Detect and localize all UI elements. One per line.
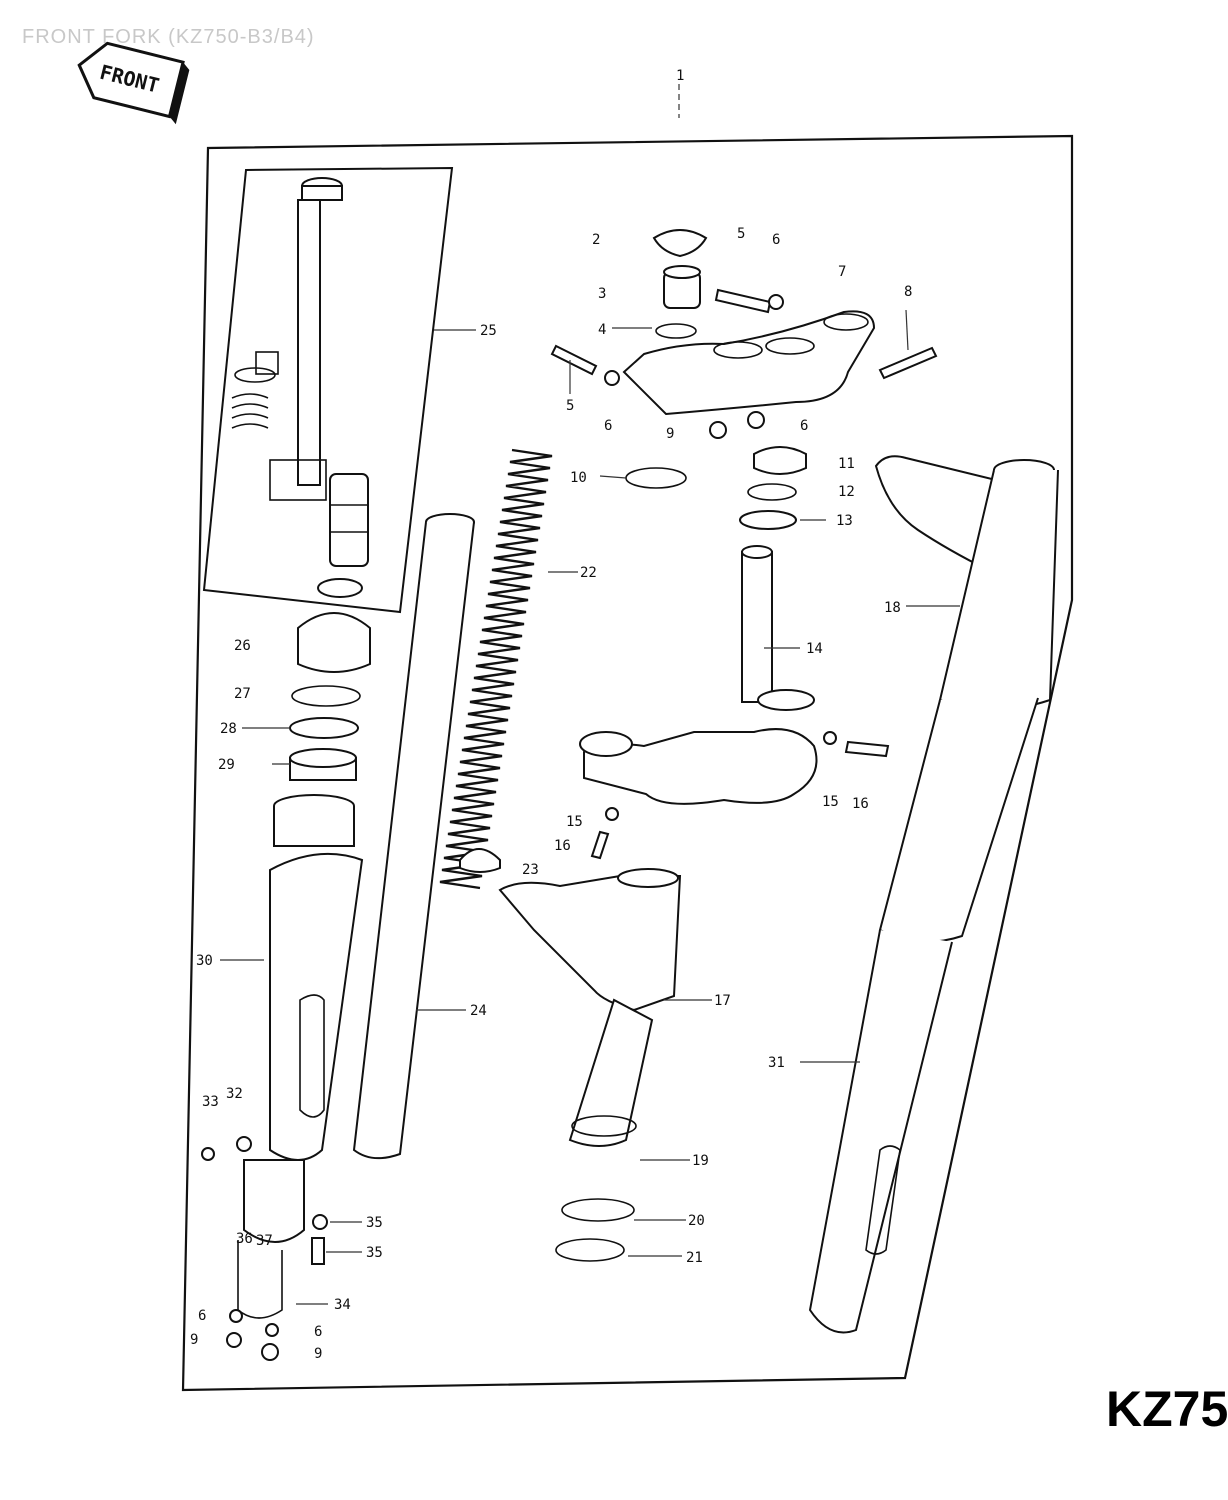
callout-24: 24 [470, 1003, 487, 1019]
callout-30: 30 [196, 953, 213, 969]
callout-20: 20 [688, 1213, 705, 1229]
callout-2: 2 [592, 232, 600, 248]
callout-21: 21 [686, 1250, 703, 1266]
callout-37: 37 [256, 1233, 273, 1249]
callout-6a: 6 [772, 232, 780, 248]
callout-15a: 15 [822, 794, 839, 810]
callout-16a: 16 [852, 796, 869, 812]
callout-33: 33 [202, 1094, 219, 1110]
callout-6e: 6 [314, 1324, 322, 1340]
top-cap-parts [652, 229, 708, 339]
diagram-title: FRONT FORK (KZ750-B3/B4) [22, 26, 315, 48]
bottom-left-hardware [201, 1136, 328, 1361]
inset-damper-rod [231, 177, 369, 598]
callout-17: 17 [714, 993, 731, 1009]
callout-36: 36 [236, 1231, 253, 1247]
steering-stem-bearings [625, 446, 807, 530]
bolts-washers [550, 288, 938, 439]
callout-7: 7 [838, 264, 846, 280]
steering-stem-lower-bracket [579, 545, 890, 860]
inner-fork-tube [352, 513, 475, 1160]
front-arrow-icon: FRONT [77, 41, 190, 125]
model-label: KZ75 [1106, 1381, 1228, 1437]
upper-bracket [622, 310, 876, 416]
callout-22: 22 [580, 565, 597, 581]
callout-9c: 9 [314, 1346, 322, 1362]
fork-spring [439, 448, 553, 890]
callout-4: 4 [598, 322, 606, 338]
right-fork-assembly [808, 455, 1059, 1334]
callout-35b: 35 [366, 1245, 383, 1261]
callout-1: 1 [676, 68, 684, 84]
callout-6c: 6 [800, 418, 808, 434]
callout-5a: 5 [737, 226, 745, 242]
callout-27: 27 [234, 686, 251, 702]
callout-8: 8 [904, 284, 912, 300]
callout-14: 14 [806, 641, 823, 657]
callout-9b: 9 [190, 1332, 198, 1348]
callout-5b: 5 [566, 398, 574, 414]
callout-6d: 6 [198, 1308, 206, 1324]
headlight-bracket-left [498, 868, 682, 1262]
assembly-boundary [181, 134, 1074, 1392]
callout-19: 19 [692, 1153, 709, 1169]
callout-28: 28 [220, 721, 237, 737]
callout-35a: 35 [366, 1215, 383, 1231]
callout-15b: 15 [566, 814, 583, 830]
callout-34: 34 [334, 1297, 351, 1313]
callout-9a: 9 [666, 426, 674, 442]
callout-6b: 6 [604, 418, 612, 434]
callout-12: 12 [838, 484, 855, 500]
callout-16b: 16 [554, 838, 571, 854]
callout-25: 25 [480, 323, 497, 339]
callout-23: 23 [522, 862, 539, 878]
fork-seal-stack [289, 612, 371, 781]
callout-10: 10 [570, 470, 587, 486]
callout-32: 32 [226, 1086, 243, 1102]
leader-lines [220, 309, 960, 1305]
callout-numbers: 1 2 3 4 5 5 6 6 6 6 6 7 8 9 9 9 10 11 12… [190, 68, 912, 1362]
callout-11: 11 [838, 456, 855, 472]
callout-13: 13 [836, 513, 853, 529]
callout-3: 3 [598, 286, 606, 302]
callout-29: 29 [218, 757, 235, 773]
left-outer-tube [237, 794, 364, 1319]
inset-box [202, 166, 454, 614]
callout-31: 31 [768, 1055, 785, 1071]
callout-18: 18 [884, 600, 901, 616]
callout-26: 26 [234, 638, 251, 654]
